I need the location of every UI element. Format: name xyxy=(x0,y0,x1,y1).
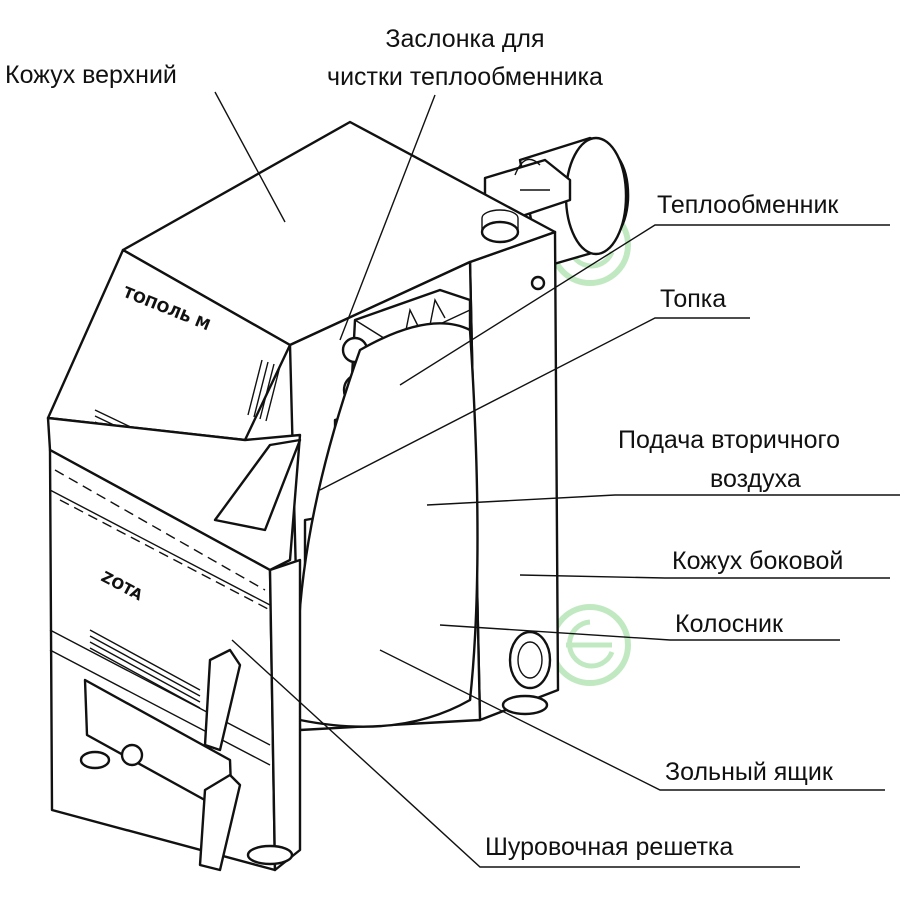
label-firebox: Топка xyxy=(660,285,727,313)
label-damper-line1: Заслонка для xyxy=(385,25,545,53)
label-heat-exchanger: Теплообменник xyxy=(657,191,839,219)
label-secondary-air-line2: воздуха xyxy=(710,465,801,493)
door-handle-1 xyxy=(203,648,242,752)
watermark-icon xyxy=(549,204,631,686)
door-handle-2 xyxy=(198,773,242,872)
label-top-cover: Кожух верхний xyxy=(5,61,177,89)
label-grate: Колосник xyxy=(675,610,783,638)
ash-port xyxy=(508,630,552,690)
label-ash-box: Зольный ящик xyxy=(665,758,833,786)
front-body: ZOTA xyxy=(46,416,549,872)
label-secondary-air-line1: Подача вторичного xyxy=(618,426,841,454)
label-damper-line2: чистки теплообменника xyxy=(327,63,603,91)
label-poker-grate: Шуровочная решетка xyxy=(485,833,734,861)
label-side-cover: Кожух боковой xyxy=(672,547,844,575)
leader-lines xyxy=(214,91,900,868)
cutaway-interior xyxy=(288,260,482,732)
